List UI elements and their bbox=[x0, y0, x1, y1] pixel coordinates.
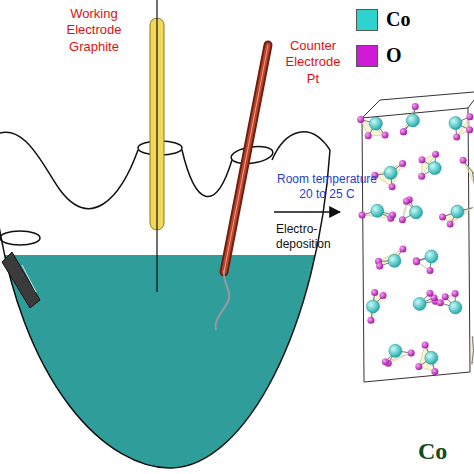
legend-entry: O bbox=[356, 44, 402, 67]
legend-swatch bbox=[356, 9, 378, 31]
legend-text: O bbox=[386, 44, 402, 67]
working-electrode bbox=[150, 18, 164, 230]
beaker-lip bbox=[0, 132, 330, 209]
counter-electrode bbox=[224, 45, 268, 272]
crystal-structure bbox=[357, 92, 474, 382]
legend-swatch bbox=[356, 45, 378, 67]
electrolyte bbox=[0, 255, 335, 474]
process-label: Electro- deposition bbox=[276, 222, 346, 252]
compound-label: Co bbox=[418, 436, 468, 466]
legend-entry: Co bbox=[356, 8, 410, 31]
condition-label: Room temperature 20 to 25 C bbox=[272, 172, 382, 202]
pt-wire bbox=[215, 270, 229, 330]
beaker bbox=[0, 150, 330, 468]
reference-electrode bbox=[2, 252, 40, 308]
electrode-label: Working Electrode Graphite bbox=[58, 6, 130, 55]
electrode-wire bbox=[156, 0, 157, 292]
electrode-label: Counter Electrode Pt bbox=[280, 38, 346, 87]
neck bbox=[0, 231, 40, 245]
legend-text: Co bbox=[386, 8, 410, 31]
process-arrow bbox=[274, 211, 340, 213]
